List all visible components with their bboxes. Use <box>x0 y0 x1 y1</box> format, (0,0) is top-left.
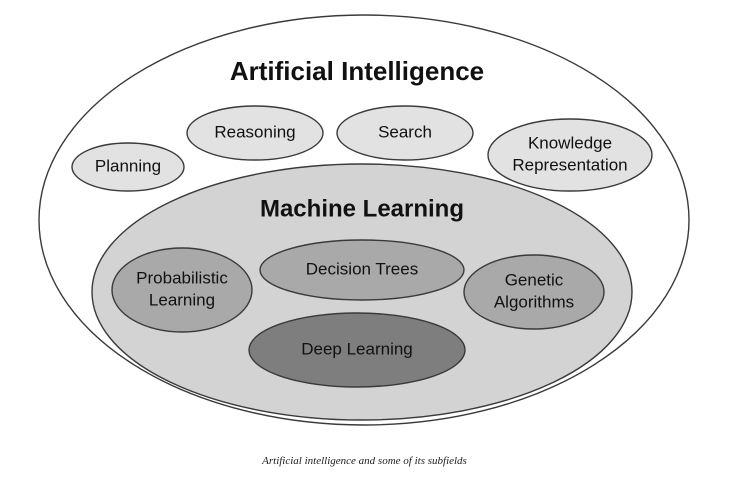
search-oval <box>336 105 474 161</box>
genetic-algorithms-oval <box>463 254 605 330</box>
decision-trees-oval <box>259 239 465 301</box>
planning-oval <box>71 142 185 192</box>
decision-trees-label: Decision Trees <box>306 259 418 278</box>
machine-learning-title: Machine Learning <box>260 195 464 222</box>
reasoning-oval <box>186 105 324 161</box>
probabilistic-learning-oval <box>111 247 253 333</box>
ai-title: Artificial Intelligence <box>230 56 484 86</box>
planning-label: Planning <box>95 156 161 175</box>
figure-caption: Artificial intelligence and some of its … <box>262 455 467 467</box>
knowledge-representation-oval <box>487 118 653 192</box>
search-label: Search <box>378 122 432 141</box>
deep-learning-label: Deep Learning <box>301 339 413 358</box>
reasoning-label: Reasoning <box>214 122 295 141</box>
deep-learning-oval <box>248 312 466 388</box>
